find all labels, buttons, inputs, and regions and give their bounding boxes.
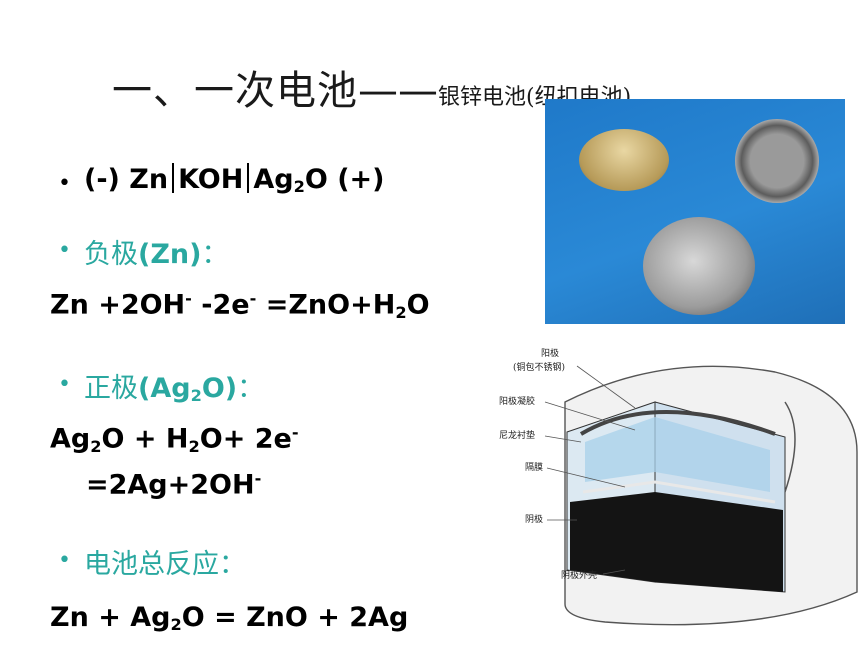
cell-notation-end: O (+) [304,164,385,195]
overall-heading: 电池总反应： [84,542,246,581]
superscript: - [254,469,262,488]
eq-part: -2e [191,289,250,321]
subscript: 2 [188,436,200,456]
positive-colon: ： [237,373,265,404]
label-separator: 隔膜 [525,462,543,473]
slide-title: 一、一次电池——银锌电池(纽扣电池) [112,58,631,116]
battery-side-view [579,129,669,191]
battery-cross-section-diagram: 阳极 (铜包不锈钢) 阳极凝胶 尼龙衬垫 隔膜 阴极 阴极外壳 [485,342,860,642]
superscript: - [249,289,257,308]
positive-formula-end: O) [201,373,238,404]
superscript: - [291,423,299,442]
eq-part: Zn + Ag [50,602,171,633]
eq-part: O = ZnO + 2Ag [181,602,409,633]
positive-formula: (Ag [138,373,191,404]
phase-boundary [247,163,250,193]
positive-label: 正极 [84,373,138,404]
button-battery-photo [545,99,845,324]
bullet-positive: • [58,372,71,397]
title-main: 一、一次电池 [112,68,358,114]
eq-part: O+ 2e [199,423,292,455]
phase-boundary [172,163,175,193]
label-cathode: 阴极 [525,513,543,525]
cross-section-svg: 阳极 (铜包不锈钢) 阳极凝胶 尼龙衬垫 隔膜 阴极 阴极外壳 [499,347,858,626]
bullet-cell-notation: • [58,171,71,196]
bullet-overall: • [58,548,71,573]
bullet-negative: • [58,238,71,263]
cell-notation: (-) Zn KOH Ag2O (+) [84,163,385,196]
cell-notation-anode: (-) Zn [84,164,169,195]
positive-heading: 正极(Ag2O)： [84,366,264,405]
battery-top-view [735,119,819,203]
positive-equation-line2: =2Ag+2OH- [86,469,261,501]
battery-tilted-view [643,217,755,315]
subscript: 2 [190,386,202,406]
label-anode-note: (铜包不锈钢) [513,361,565,373]
subscript: 2 [293,177,305,197]
eq-part: =2Ag+2OH [86,469,255,501]
eq-part: =ZnO+H [256,289,396,321]
negative-heading: 负极(Zn)： [84,232,228,271]
negative-formula: (Zn) [138,239,202,270]
subscript: 2 [395,302,407,322]
label-anode: 阳极 [541,347,559,359]
eq-part: Ag [50,423,91,455]
eq-part: Zn +2OH [50,289,186,321]
overall-label: 电池总反应： [84,549,246,580]
cell-notation-electrolyte: KOH [178,164,244,195]
subscript: 2 [170,615,182,635]
label-anode-gel: 阳极凝胶 [499,395,535,407]
label-nylon-gasket: 尼龙衬垫 [499,429,535,441]
cell-notation-cathode: Ag [253,164,294,195]
eq-part: O [406,289,430,321]
subscript: 2 [90,436,102,456]
label-cathode-case: 阴极外壳 [561,569,597,581]
overall-equation: Zn + Ag2O = ZnO + 2Ag [50,602,408,634]
title-dash: —— [358,68,438,114]
positive-equation-line1: Ag2O + H2O+ 2e- [50,423,299,456]
superscript: - [185,289,192,308]
negative-equation: Zn +2OH- -2e- =ZnO+H2O [50,289,430,322]
negative-label: 负极 [84,239,138,270]
negative-colon: ： [201,239,229,270]
eq-part: O + H [101,423,189,455]
